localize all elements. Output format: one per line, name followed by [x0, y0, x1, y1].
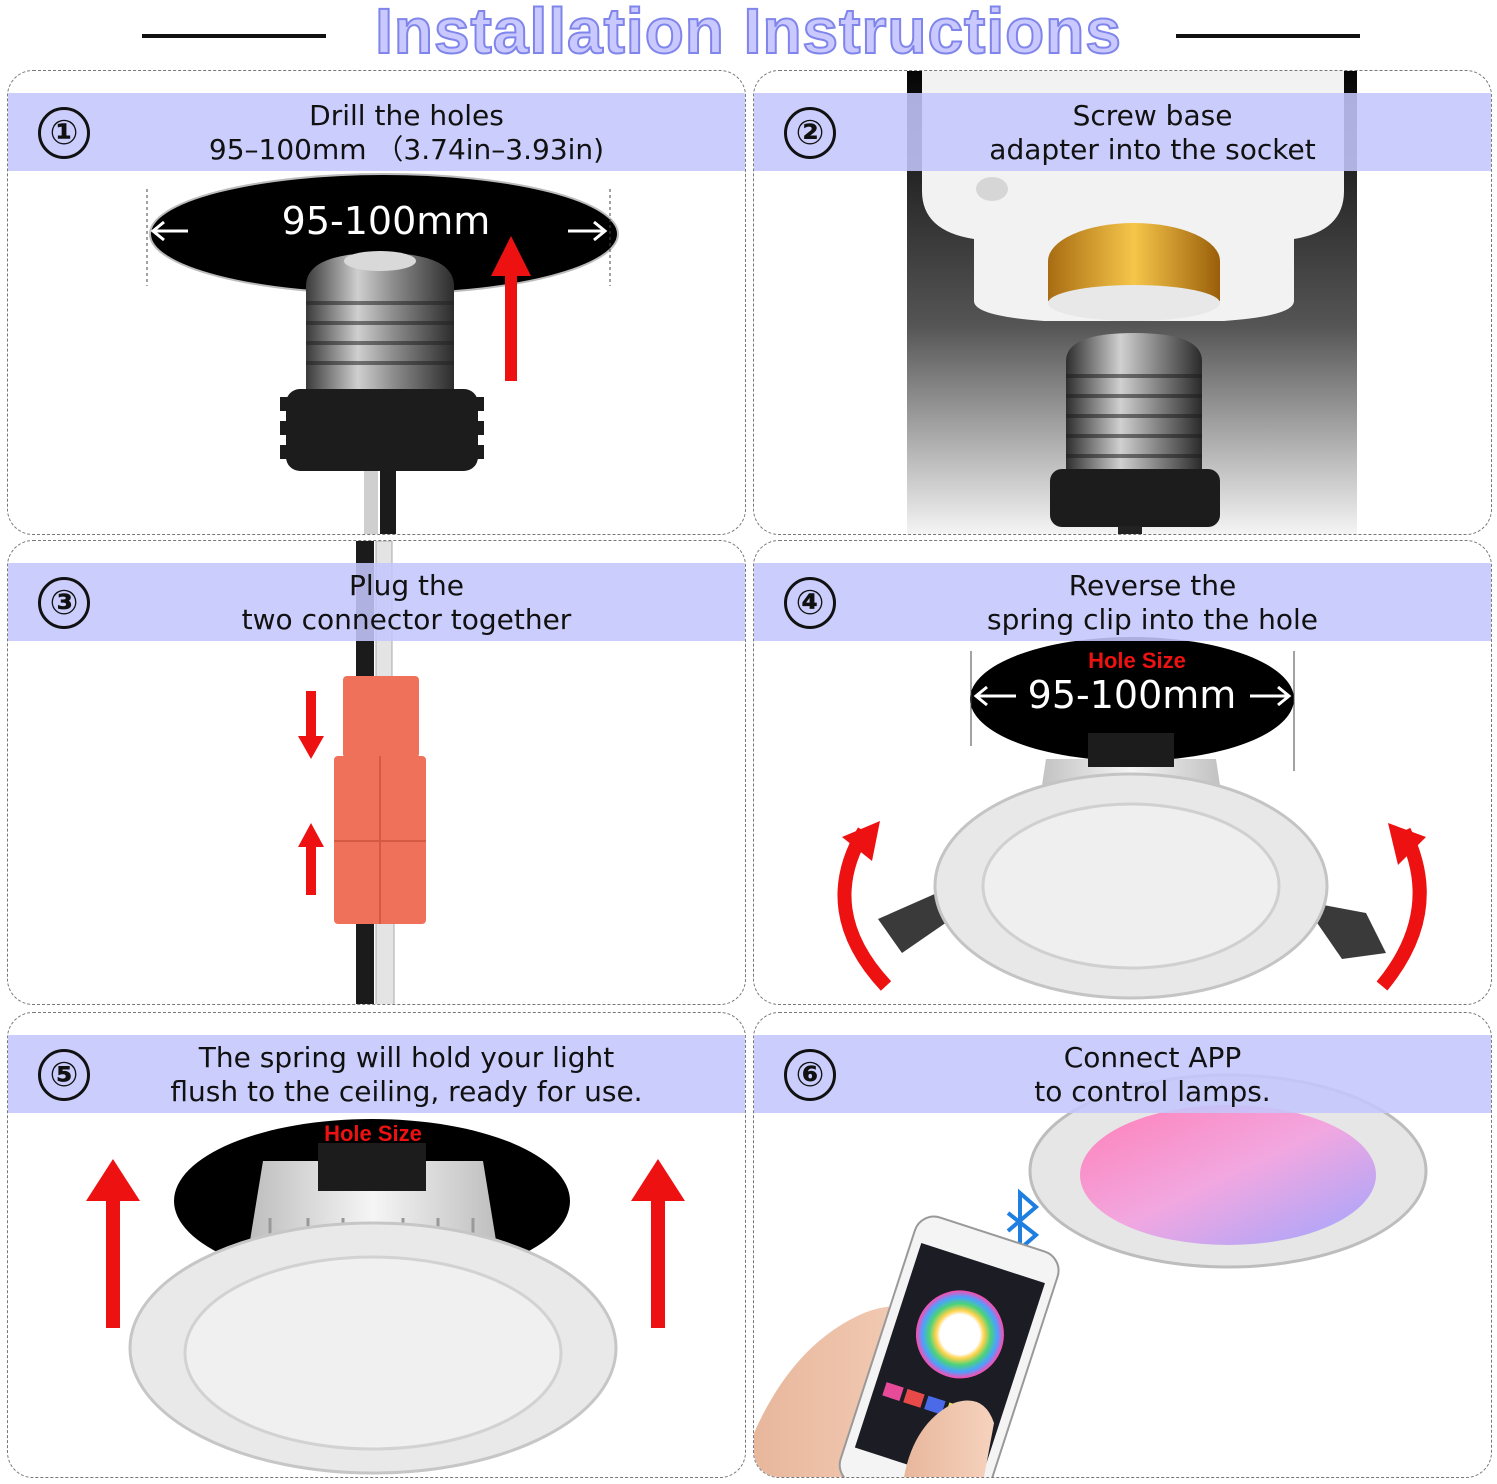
step-5-caption-line2: flush to the ceiling, ready for use. — [170, 1075, 643, 1108]
step-3-illustration — [298, 541, 426, 1004]
step-3-panel: ③ Plug the two connector together — [7, 540, 746, 1005]
step-5-caption: The spring will hold your light flush to… — [98, 1041, 715, 1109]
arrow-right-icon — [1250, 685, 1292, 707]
downlight-lens — [981, 802, 1281, 970]
hole-size-label: Hole Size — [324, 1121, 422, 1146]
smartphone — [838, 1215, 1060, 1477]
step-3-caption-line2: two connector together — [241, 603, 572, 636]
step-6-caption-line2: to control lamps. — [1034, 1075, 1271, 1108]
step-5-illustration: Hole Size — [86, 1119, 685, 1475]
page-title: Installation Instructions — [374, 0, 1122, 68]
arrow-left-icon — [150, 220, 188, 242]
step-5-number: ⑤ — [38, 1049, 90, 1101]
page-header: Installation Instructions — [0, 0, 1497, 68]
step-2-number: ② — [784, 107, 836, 159]
title-rule-left — [142, 34, 326, 38]
step-6-illustration — [754, 1073, 1428, 1477]
hole-dimension: 95-100mm — [1028, 673, 1237, 717]
arrow-up-icon — [298, 823, 324, 895]
step-3-caption-line1: Plug the — [348, 569, 465, 602]
drill-dimension: 95-100mm — [282, 199, 491, 243]
rgb-lens — [1080, 1105, 1376, 1245]
step-1-number: ① — [38, 107, 90, 159]
step-4-caption-line2: spring clip into the hole — [987, 603, 1318, 636]
step-6-caption: Connect APP to control lamps. — [844, 1041, 1461, 1109]
step-1-illustration: 95-100mm — [146, 173, 619, 534]
adapter-thread — [1066, 333, 1202, 471]
step-6-panel: ⑥ Connect APP to control lamps. — [753, 1012, 1492, 1478]
color-wheel-icon — [915, 1290, 1004, 1379]
connector-top — [343, 676, 419, 758]
title-rule-right — [1176, 34, 1360, 38]
step-5-caption-line1: The spring will hold your light — [198, 1041, 615, 1074]
step-2-caption: Screw base adapter into the socket — [844, 99, 1461, 167]
step-4-panel: Hole Size 95-100mm ④ Reverse the spring … — [753, 540, 1492, 1005]
step-1-caption: Drill the holes 95–100mm （3.74in–3.93in) — [98, 99, 715, 167]
step-4-header: ④ Reverse the spring clip into the hole — [754, 563, 1491, 641]
step-1-panel: 95-100mm ① Drill the holes 95–100mm （3.7… — [7, 70, 746, 535]
spring-clip-right — [1302, 901, 1386, 959]
ceiling-hole — [970, 637, 1294, 761]
step-3-header: ③ Plug the two connector together — [8, 563, 745, 641]
arrow-up-icon — [86, 1159, 140, 1328]
step-3-number: ③ — [38, 577, 90, 629]
step-3-caption: Plug the two connector together — [98, 569, 715, 637]
step-5-header: ⑤ The spring will hold your light flush … — [8, 1035, 745, 1113]
step-2-panel: ② Screw base adapter into the socket — [753, 70, 1492, 535]
arrow-down-icon — [298, 691, 324, 759]
step-4-illustration: Hole Size 95-100mm — [837, 637, 1427, 1000]
arrow-up-icon — [491, 236, 531, 381]
step-6-caption-line1: Connect APP — [1063, 1041, 1242, 1074]
step-5-panel: Hole Size ⑤ The spring will hold your li… — [7, 1012, 746, 1478]
arrow-left-icon — [973, 685, 1016, 707]
step-1-header: ① Drill the holes 95–100mm （3.74in–3.93i… — [8, 93, 745, 171]
step-4-caption: Reverse the spring clip into the hole — [844, 569, 1461, 637]
step-4-caption-line1: Reverse the — [1068, 569, 1237, 602]
step-2-caption-line2: adapter into the socket — [989, 133, 1316, 166]
curved-arrow-icon — [837, 827, 892, 991]
bluetooth-icon — [1006, 1188, 1040, 1254]
step-1-caption-line2: 95–100mm （3.74in–3.93in) — [208, 133, 605, 166]
lock-ring — [286, 389, 478, 471]
arrow-right-icon — [568, 220, 608, 242]
step-2-header: ② Screw base adapter into the socket — [754, 93, 1491, 171]
arrow-up-icon-right — [631, 1159, 685, 1328]
step-4-number: ④ — [784, 577, 836, 629]
hole-size-label: Hole Size — [1088, 648, 1186, 673]
step-6-header: ⑥ Connect APP to control lamps. — [754, 1035, 1491, 1113]
step-1-caption-line1: Drill the holes — [309, 99, 504, 132]
step-6-number: ⑥ — [784, 1049, 836, 1101]
downlight-lens — [183, 1255, 563, 1451]
step-2-caption-line1: Screw base — [1072, 99, 1233, 132]
